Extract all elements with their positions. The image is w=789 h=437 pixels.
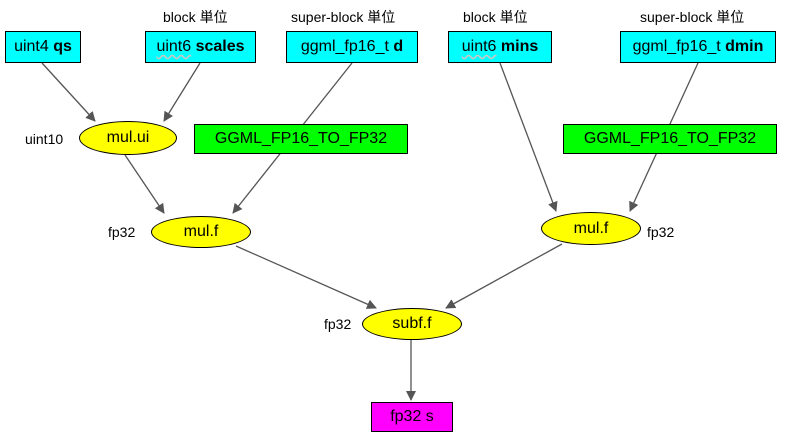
input-scales: uint6 scales [145, 31, 256, 63]
mins-caption: block 単位 [463, 9, 528, 25]
input-qs: uint4 qs [5, 31, 81, 63]
input-dmin-name: dmin [725, 38, 764, 55]
output-s: fp32 s [371, 402, 453, 432]
dmin-caption: super-block 単位 [640, 9, 745, 25]
scales-caption: block 単位 [163, 9, 228, 25]
op-subf: subf.f [362, 308, 462, 340]
input-d: ggml_fp16_t d [286, 31, 418, 63]
input-d-name: d [393, 38, 404, 55]
input-dmin: ggml_fp16_t dmin [620, 31, 776, 63]
input-scales-type: uint6 [156, 38, 192, 55]
input-qs-type: uint4 [14, 38, 49, 55]
mul-ui-type-label: uint10 [25, 131, 64, 147]
mul-f-right-type-label: fp32 [647, 224, 675, 240]
input-mins-name: mins [500, 38, 539, 55]
op-mul-f-right: mul.f [541, 212, 641, 245]
input-dmin-type: ggml_fp16_t [632, 38, 721, 55]
edge-mul-ui-to-mul-f-left [124, 154, 165, 214]
edge-scales-to-mul-ui [163, 62, 201, 122]
edge-mins-to-mul-f-right [499, 62, 558, 212]
edge-mul-f-left-to-subf [235, 245, 377, 309]
edge-qs-to-mul-ui [41, 62, 96, 122]
d-caption: super-block 単位 [291, 9, 396, 25]
input-d-type: ggml_fp16_t [300, 38, 389, 55]
convert-right: GGML_FP16_TO_FP32 [563, 124, 777, 154]
input-qs-name: qs [53, 38, 72, 55]
input-mins: uint6 mins [448, 31, 552, 63]
subf-type-label: fp32 [324, 316, 352, 332]
input-mins-type: uint6 [461, 38, 497, 55]
input-scales-name: scales [195, 38, 245, 55]
op-mul-f-left: mul.f [151, 216, 251, 248]
edge-mul-f-right-to-subf [445, 243, 563, 309]
convert-left: GGML_FP16_TO_FP32 [194, 124, 408, 154]
op-mul-ui: mul.ui [79, 121, 177, 155]
mul-f-left-type-label: fp32 [108, 224, 136, 240]
